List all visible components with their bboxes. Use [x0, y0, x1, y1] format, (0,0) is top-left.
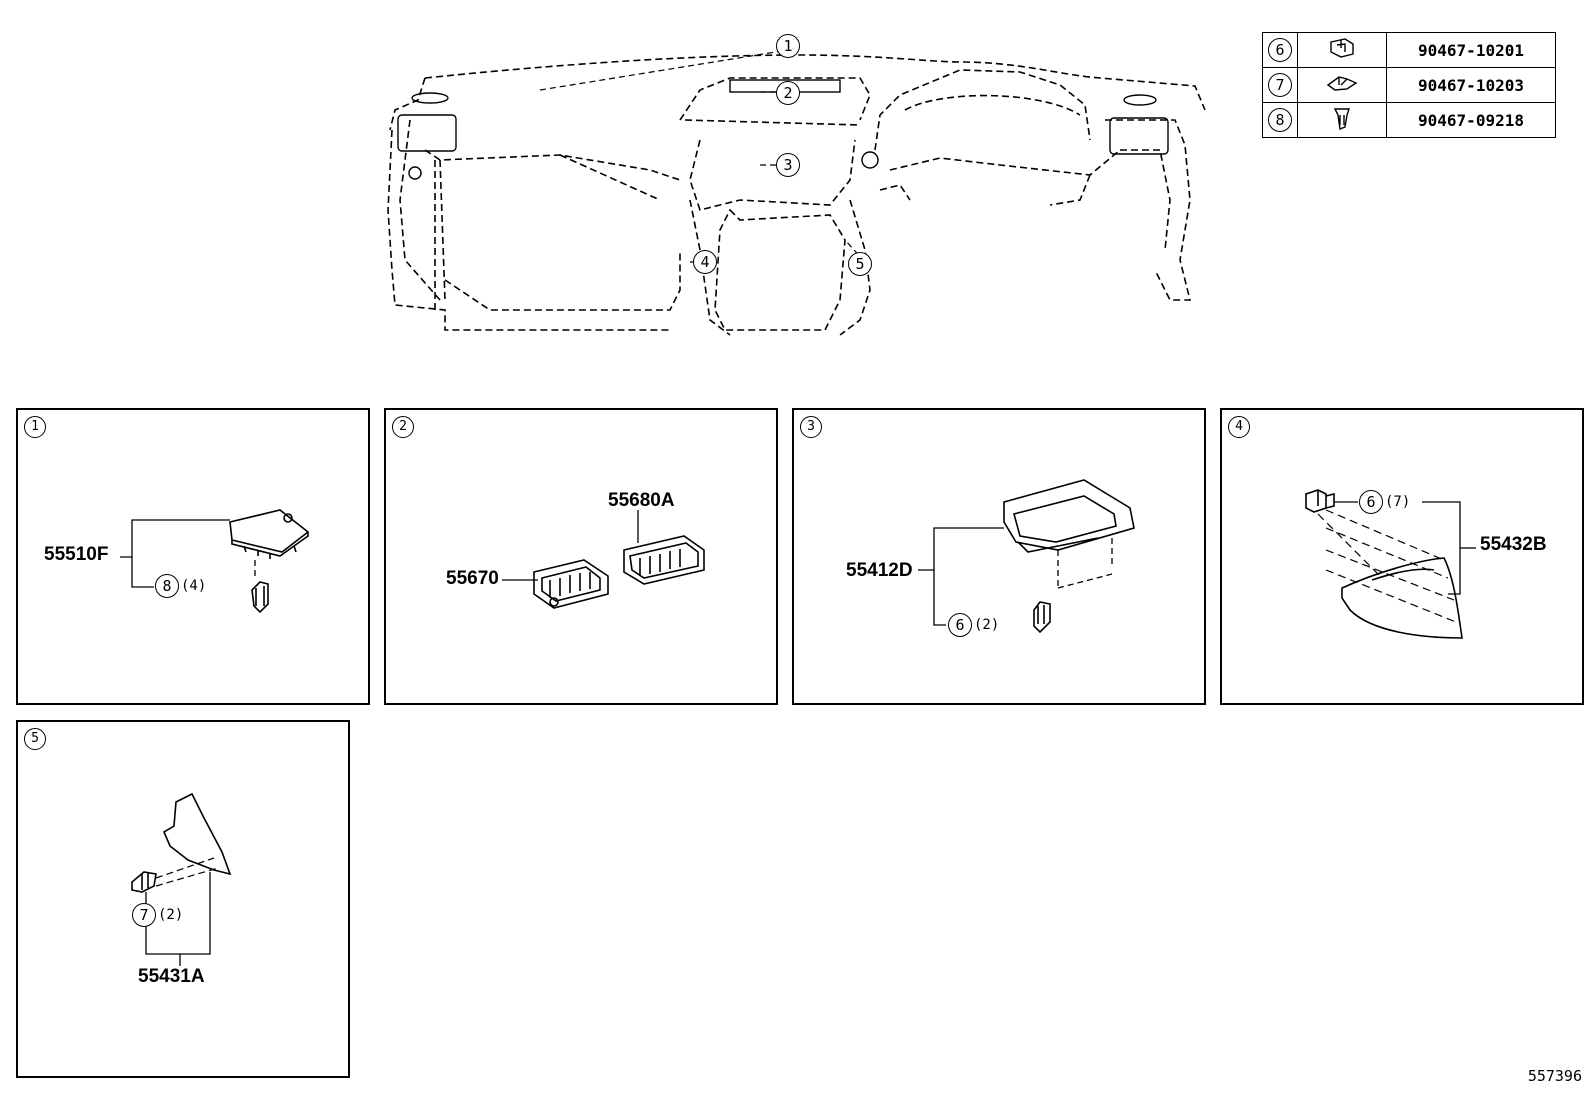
detail-panel-3: 3 55412D 6 (2) — [792, 408, 1206, 705]
panel-number: 2 — [392, 416, 414, 438]
legend-row: 7 90467-10203 — [1262, 67, 1556, 103]
side-garnish-drawing — [131, 792, 232, 966]
panel-number: 3 — [800, 416, 822, 438]
panel-number: 5 — [24, 728, 46, 750]
overview-callout-2[interactable]: 2 — [776, 81, 800, 105]
legend-part-number: 90467-10201 — [1386, 32, 1556, 68]
part-number-label: 55431A — [138, 966, 205, 987]
legend-ref: 6 — [1268, 38, 1292, 62]
fastener-ref-callout[interactable]: 7 — [132, 903, 156, 927]
clip-icon — [1330, 38, 1354, 58]
legend-part-number: 90467-09218 — [1386, 102, 1556, 138]
fastener-ref-callout[interactable]: 6 — [948, 613, 972, 637]
fastener-ref-callout[interactable]: 8 — [155, 574, 179, 598]
legend-row: 8 90467-09218 — [1262, 102, 1556, 138]
overview-callout-3[interactable]: 3 — [776, 153, 800, 177]
overview-callout-5[interactable]: 5 — [848, 252, 872, 276]
quantity-label: (2) — [974, 617, 1000, 633]
detail-panel-1: 1 55510F 8 (4) — [16, 408, 370, 705]
part-number-label: 55510F — [44, 544, 109, 565]
quantity-label: (4) — [181, 578, 207, 594]
overview-callout-4[interactable]: 4 — [693, 250, 717, 274]
legend-ref: 8 — [1268, 108, 1292, 132]
part-number-label: 55432B — [1480, 534, 1547, 555]
clip-icon — [1333, 108, 1350, 130]
detail-panel-2: 2 55680A 55670 — [384, 408, 778, 705]
fastener-ref-callout[interactable]: 6 — [1359, 490, 1383, 514]
part-number-label-55670: 55670 — [446, 568, 499, 589]
part-number-label: 55412D — [846, 560, 913, 581]
fastener-legend-table: 6 90467-10201 7 90467-10203 8 90467-0921… — [1262, 32, 1556, 138]
detail-panel-5: 5 7 (2) 55431A — [16, 720, 350, 1078]
panel-number: 1 — [24, 416, 46, 438]
quantity-label: (2) — [158, 907, 184, 923]
overview-callout-1[interactable]: 1 — [776, 34, 800, 58]
legend-part-number: 90467-10203 — [1386, 67, 1556, 103]
detail-panel-4: 4 6 (7) 55432B — [1220, 408, 1584, 705]
vent-cover-drawing — [120, 509, 310, 614]
lower-panel-drawing — [1305, 489, 1476, 639]
legend-ref: 7 — [1268, 73, 1292, 97]
panel-number: 4 — [1228, 416, 1250, 438]
air-vent-drawing — [502, 510, 705, 609]
diagram-id: 557396 — [1527, 1067, 1582, 1085]
legend-row: 6 90467-10201 — [1262, 32, 1556, 68]
clip-icon — [1326, 76, 1358, 91]
quantity-label: (7) — [1385, 494, 1411, 510]
display-bezel-drawing — [918, 479, 1135, 634]
part-number-label-55680A: 55680A — [608, 490, 675, 511]
